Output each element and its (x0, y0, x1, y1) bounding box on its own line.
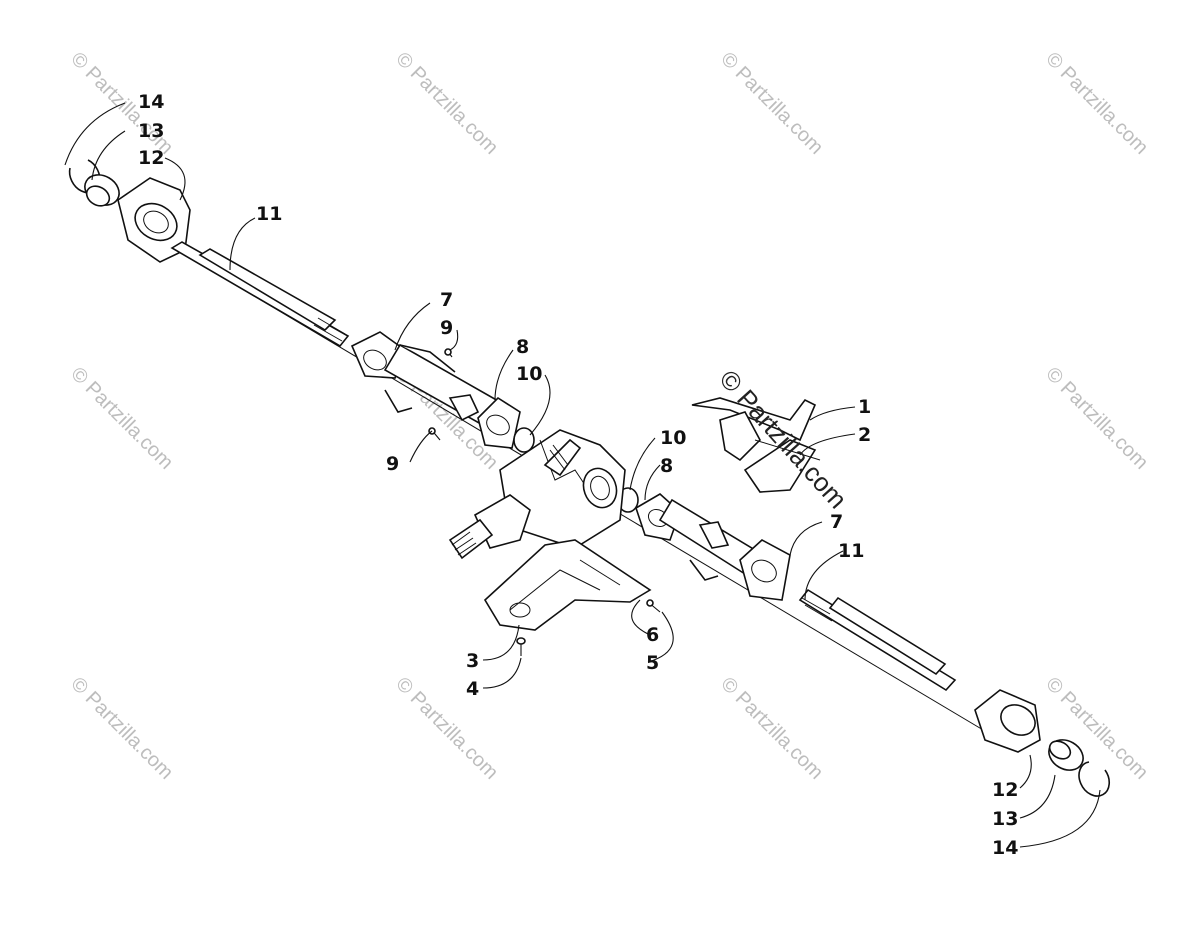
leader-lines (64, 102, 1101, 848)
left-o-ring (513, 427, 535, 453)
left-bearing-housing (117, 177, 191, 263)
callout-label: 8 (660, 455, 673, 477)
watermark: © Partzilla.com (391, 673, 502, 784)
watermark: © Partzilla.com (1041, 363, 1152, 474)
callout-labels: 14 13 12 11 7 9 8 10 9 10 8 1 2 7 11 3 4… (138, 91, 1018, 859)
watermark: © Partzilla.com (716, 48, 827, 159)
right-bearing-housing (974, 689, 1041, 753)
skid-plate (483, 539, 652, 631)
callout-label: 9 (386, 453, 399, 475)
differential-housing (473, 429, 626, 549)
callout-label: 3 (466, 650, 479, 672)
callout-label: 14 (138, 91, 164, 113)
right-retaining-ring (1078, 761, 1111, 797)
screw-upper (444, 348, 453, 358)
pinion-input-shaft (448, 518, 494, 560)
mounting-bracket (691, 397, 821, 493)
watermark: © Partzilla.com (1041, 48, 1152, 159)
callout-label: 11 (838, 540, 864, 562)
callout-label: 10 (516, 363, 542, 385)
watermark: © Partzilla.com (66, 363, 177, 474)
callout-label: 9 (440, 317, 453, 339)
callout-label: 12 (992, 779, 1018, 801)
left-axle-shaft (170, 241, 350, 348)
callout-label: 7 (440, 289, 453, 311)
callout-label: 10 (660, 427, 686, 449)
screw-lower (428, 427, 441, 441)
watermark: © Partzilla.com (66, 673, 177, 784)
callout-label: 13 (138, 120, 164, 142)
watermark: © Partzilla.com (391, 48, 502, 159)
watermark: © Partzilla.com (716, 673, 827, 784)
callout-label: 13 (992, 808, 1018, 830)
right-axle-shaft (798, 588, 957, 692)
callout-label: 8 (516, 336, 529, 358)
callout-label: 12 (138, 147, 164, 169)
watermark-grid: © Partzilla.com © Partzilla.com © Partzi… (66, 48, 1152, 784)
callout-label: 6 (646, 624, 659, 646)
callout-label: 2 (858, 424, 871, 446)
left-axle-tube (350, 331, 521, 449)
callout-label: 5 (646, 652, 659, 674)
right-bearing (1048, 739, 1084, 771)
callout-label: 4 (466, 678, 479, 700)
left-bearing (84, 174, 120, 207)
skid-plate-bolt (516, 637, 526, 656)
right-axle-tube (635, 493, 791, 601)
callout-label: 11 (256, 203, 282, 225)
skid-plate-side-bolt (646, 599, 661, 613)
callout-label: 7 (830, 511, 843, 533)
callout-label: 14 (992, 837, 1018, 859)
callout-label: 1 (858, 396, 871, 418)
